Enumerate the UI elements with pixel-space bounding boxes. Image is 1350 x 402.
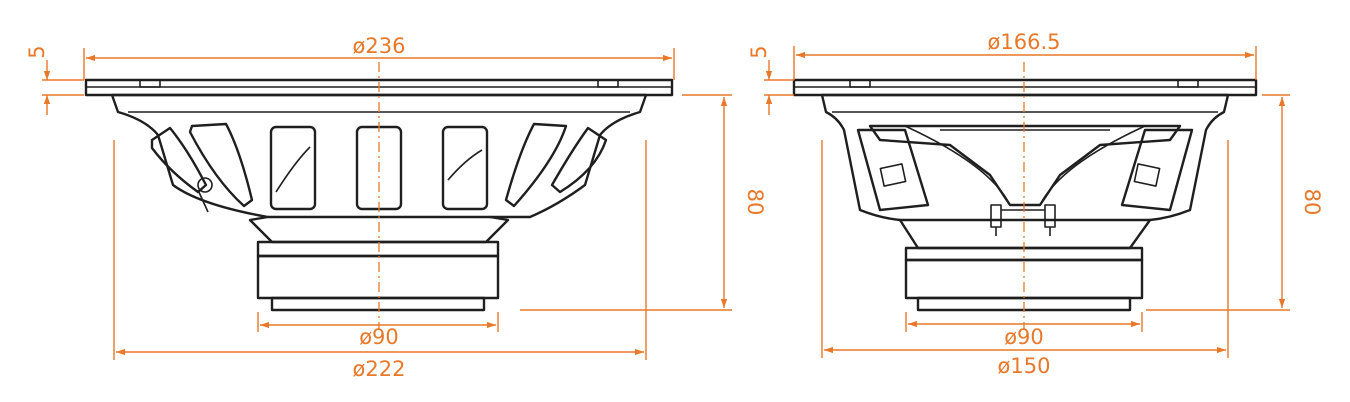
left-mount-diameter-label: ø222 — [353, 357, 406, 381]
left-flange-thickness-label: 5 — [25, 45, 49, 58]
right-mount-depth-label: 80 — [1300, 189, 1324, 216]
right-mount-diameter-label: ø150 — [998, 354, 1051, 378]
right-magnet-diameter-label: ø90 — [1004, 325, 1044, 349]
left-view: ø236 5 80 ø90 ø222 — [25, 34, 767, 381]
right-speaker-outline — [792, 78, 1258, 312]
left-mount-depth-label: 80 — [743, 189, 767, 216]
right-view: ø166.5 5 80 ø90 ø150 — [747, 30, 1324, 378]
left-magnet-diameter-label: ø90 — [359, 325, 399, 349]
right-flange-thickness-label: 5 — [747, 45, 771, 58]
left-speaker-outline — [84, 78, 674, 312]
right-frame-diameter-label: ø166.5 — [988, 30, 1061, 54]
left-frame-diameter-label: ø236 — [353, 34, 406, 58]
